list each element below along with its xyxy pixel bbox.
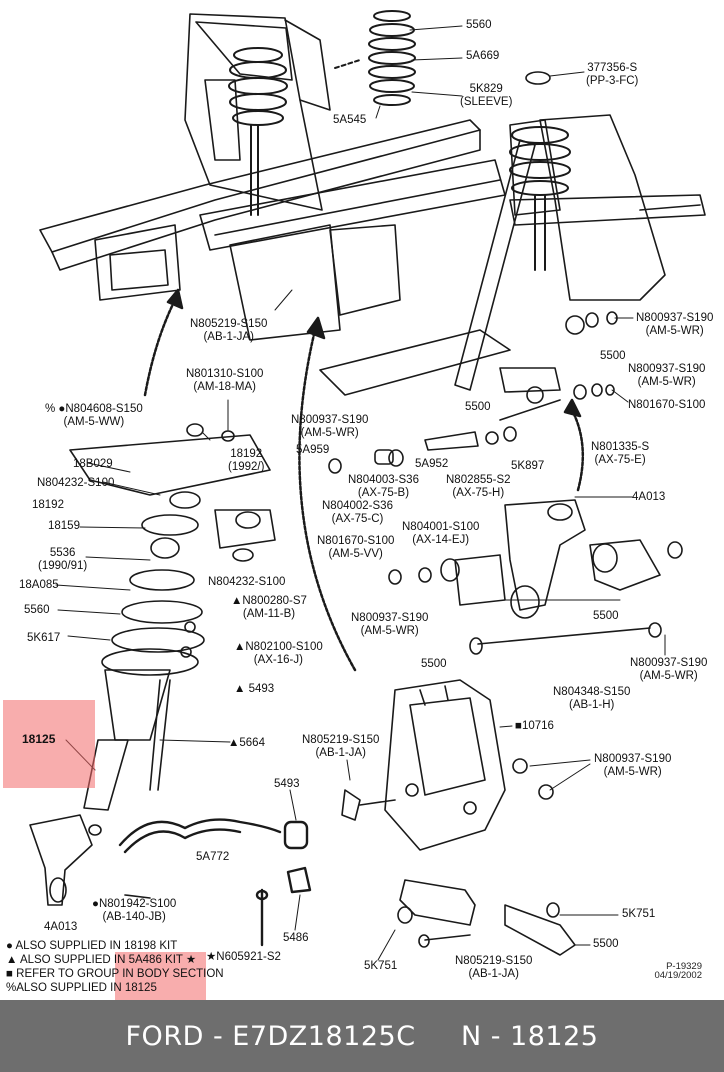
label-5k751-right: 5K751	[622, 908, 656, 920]
label-5560-mid: 5560	[24, 604, 50, 616]
label-377356: 377356-S(PP-3-FC)	[586, 62, 639, 87]
label-5664: ▲5664	[228, 737, 265, 749]
bracket-10716	[384, 679, 506, 851]
label-n804003: N804003-S36(AX-75-B)	[348, 474, 419, 499]
radius-arm-right	[388, 539, 683, 606]
highlight-legend-strip	[115, 952, 206, 1000]
label-18a085: 18A085	[19, 579, 59, 591]
label-18b029: 18B029	[73, 458, 113, 470]
leader-lines	[55, 25, 666, 961]
label-n804002: N804002-S36(AX-75-C)	[322, 500, 393, 525]
label-5a545: 5A545	[333, 114, 367, 126]
label-n801670-m: N801670-S100(AM-5-VV)	[317, 535, 395, 560]
suspension-exploded-diagram	[29, 10, 706, 961]
assembly-arrows	[143, 288, 585, 672]
label-n800937-r4: N800937-S190(AM-5-WR)	[594, 753, 672, 778]
label-18159: 18159	[48, 520, 80, 532]
spring-5560-top	[334, 10, 416, 106]
label-18125: 18125	[22, 732, 56, 746]
label-5536: 5536(1990/91)	[38, 547, 88, 572]
label-5500-low: 5500	[421, 658, 447, 670]
label-n800937-m: N800937-S190(AM-5-WR)	[291, 414, 369, 439]
label-n800937-r2: N800937-S190(AM-5-WR)	[628, 363, 706, 388]
label-18192-1992: 18192(1992/)	[228, 448, 265, 473]
label-n802100: ▲N802100-S100(AX-16-J)	[234, 641, 323, 666]
label-5k829: 5K829(SLEEVE)	[460, 83, 513, 108]
label-5k617: 5K617	[27, 632, 61, 644]
label-n804001: N804001-S100(AX-14-EJ)	[402, 521, 480, 546]
spindle-left	[29, 814, 151, 906]
label-10716: ■10716	[515, 720, 554, 732]
label-5486: 5486	[283, 932, 309, 944]
label-n805219-top: N805219-S150(AB-1-JA)	[190, 318, 268, 343]
right-frame-tower	[454, 114, 666, 391]
label-n805219-bottom: N805219-S150(AB-1-JA)	[455, 955, 533, 980]
label-n804232-top: N804232-S100	[37, 477, 115, 489]
legend-line-kit-5a486: ▲ ALSO SUPPLIED IN 5A486 KIT ★	[6, 954, 197, 966]
label-n804232-bottom: N804232-S100	[208, 576, 286, 588]
label-n801335: N801335-S(AX-75-E)	[591, 441, 650, 466]
label-n804608: % ●N804608-S150(AM-5-WW)	[45, 403, 143, 428]
lower-arms	[397, 879, 576, 956]
legend-line-18125: %ALSO SUPPLIED IN 18125	[6, 982, 157, 994]
label-5500-bottom: 5500	[593, 938, 619, 950]
left-frame-tower	[184, 13, 331, 211]
label-n804348: N804348-S150(AB-1-H)	[553, 686, 631, 711]
highlight-18125-part	[3, 700, 95, 788]
right-coil-spring	[509, 126, 571, 271]
label-n800937-r1: N800937-S190(AM-5-WR)	[636, 312, 714, 337]
label-4a013-left: 4A013	[44, 921, 78, 933]
plug-377356	[525, 71, 551, 85]
label-n800937-c: N800937-S190(AM-5-WR)	[351, 612, 429, 637]
label-n800280: ▲N800280-S7(AM-11-B)	[231, 595, 307, 620]
stabilizer-bar	[118, 818, 312, 947]
left-coil-spring	[228, 47, 288, 216]
label-n802855: N802855-S2(AX-75-H)	[446, 474, 511, 499]
label-n801942: ●N801942-S100(AB-140-JB)	[92, 898, 177, 923]
label-5k751-left: 5K751	[364, 960, 398, 972]
footer-bar: FORD - E7DZ18125C N - 18125	[0, 1000, 724, 1072]
label-18192: 18192	[32, 499, 64, 511]
bolts-right	[341, 758, 554, 821]
label-5a959: 5A959	[296, 444, 330, 456]
reference-date: 04/19/2002	[654, 970, 702, 981]
bolt-n804348	[469, 622, 662, 655]
label-5500-mid: 5500	[593, 610, 619, 622]
right-bushing-stack	[499, 311, 618, 404]
spindle-right	[504, 499, 586, 619]
label-5560-top: 5560	[466, 19, 492, 31]
label-4a013-right: 4A013	[632, 491, 666, 503]
label-5493: 5493	[274, 778, 300, 790]
strut-assembly	[69, 423, 276, 836]
label-n801670-r: N801670-S100	[628, 399, 706, 411]
label-n605921: ★N605921-S2	[206, 951, 281, 963]
footer-part-number: FORD - E7DZ18125C N - 18125	[125, 1020, 599, 1052]
label-n805219-mid: N805219-S150(AB-1-JA)	[302, 734, 380, 759]
legend-line-body-section: ■ REFER TO GROUP IN BODY SECTION	[6, 968, 224, 980]
label-5a669: 5A669	[466, 50, 500, 62]
reference-code: P-19329	[666, 961, 702, 972]
label-n800937-r3: N800937-S190(AM-5-WR)	[630, 657, 708, 682]
label-5a772: 5A772	[196, 851, 230, 863]
label-5k897: 5K897	[511, 460, 545, 472]
legend-line-kit-18198: ● ALSO SUPPLIED IN 18198 KIT	[6, 940, 178, 952]
label-5a952: 5A952	[415, 458, 449, 470]
middle-bushing-group	[328, 399, 561, 474]
label-5500-r2: 5500	[465, 401, 491, 413]
label-5500-r1: 5500	[600, 350, 626, 362]
label-5493-triangle: ▲ 5493	[234, 683, 275, 695]
label-n801310: N801310-S100(AM-18-MA)	[186, 368, 264, 393]
